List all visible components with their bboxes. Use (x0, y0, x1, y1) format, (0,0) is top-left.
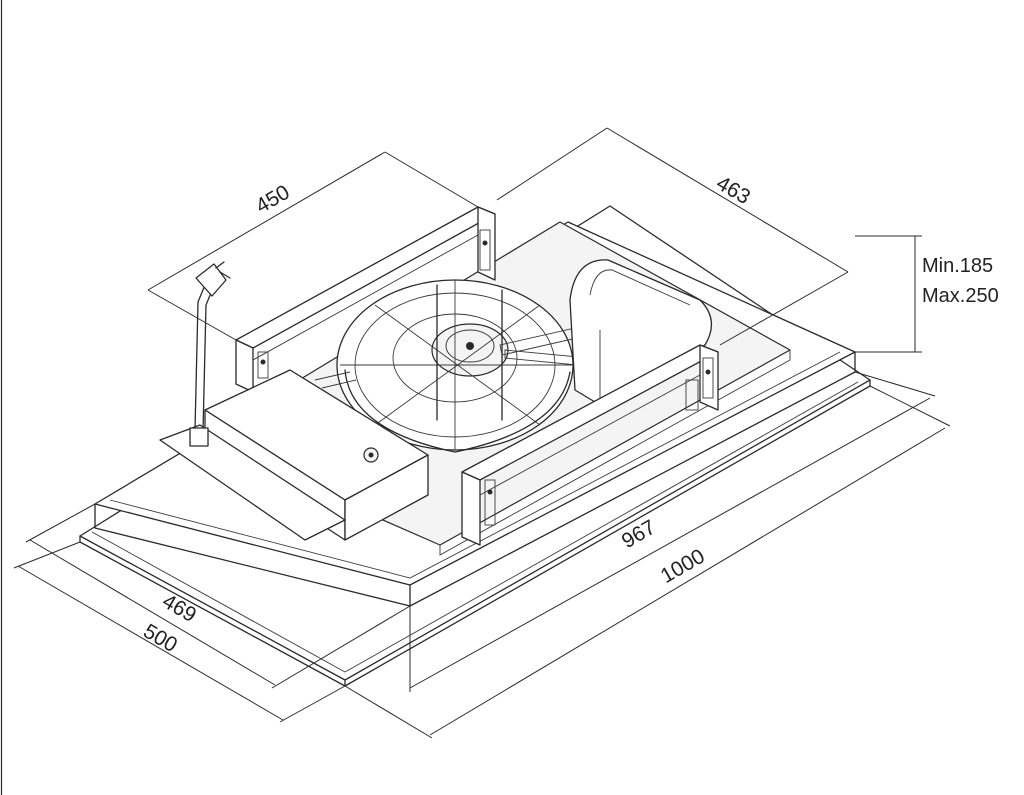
dimension-label-967: 967 (618, 516, 660, 553)
front-bracket (461, 344, 719, 546)
dimension-label-450: 450 (252, 181, 294, 218)
dimension-label-463: 463 (712, 172, 754, 209)
back-bracket (235, 206, 496, 393)
duct-housing (569, 259, 712, 406)
dimension-label-1000: 1000 (657, 545, 709, 588)
dimension-height: Min.185 Max.250 (855, 235, 999, 353)
height-min-label: Min.185 (922, 255, 993, 277)
height-max-label: Max.250 (922, 285, 999, 307)
blower-fan (336, 279, 613, 453)
power-cable (189, 261, 231, 447)
control-box (159, 369, 429, 541)
